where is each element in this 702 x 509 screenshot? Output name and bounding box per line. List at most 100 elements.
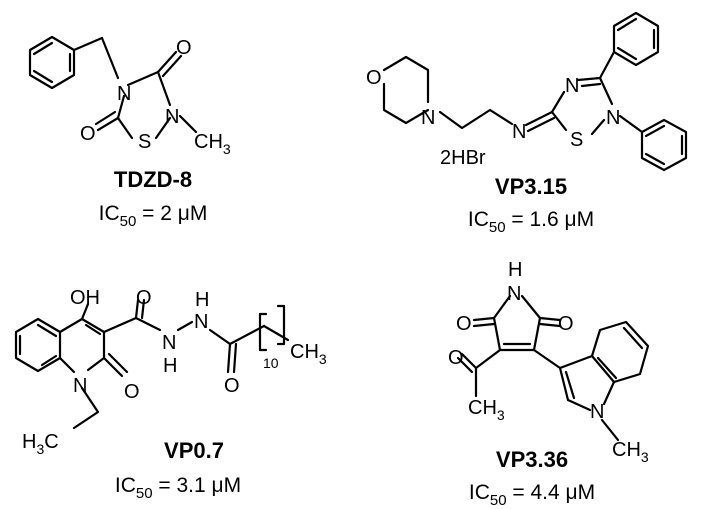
tdzd8-carbonyl-left-2 bbox=[94, 110, 117, 126]
tdzd8-atom-o-top: O bbox=[176, 37, 192, 59]
vp336-bond-indole bbox=[532, 348, 562, 370]
vp315-ring-c-n bbox=[550, 90, 566, 114]
vp07-c2-carbonyl-2 bbox=[107, 352, 129, 374]
vp07-pyridone-ring bbox=[58, 317, 106, 372]
vp07-side-carbonyl-1 bbox=[134, 298, 140, 320]
vp315-ic50: IC50 = 1.6 μM bbox=[468, 208, 594, 236]
tdzd8-bond-c5-n bbox=[116, 94, 126, 120]
structure-vp3-36: H N O O O CH3 N CH3 VP3.36 IC50 = 4.4 μM bbox=[448, 259, 650, 509]
vp315-atom-s: S bbox=[570, 129, 583, 151]
structure-vp0-7: OH O O O N N H N H H3C CH3 10 VP0.7 IC50… bbox=[14, 287, 327, 502]
tdzd8-atom-s: S bbox=[138, 131, 151, 153]
vp336-indole-benzo-double-1 bbox=[596, 356, 618, 380]
vp315-phenyl-top-double-1 bbox=[616, 17, 638, 32]
vp07-c2-carbonyl-1 bbox=[102, 356, 124, 378]
vp315-atom-n-imine: N bbox=[512, 121, 526, 143]
tdzd8-atom-ch3: CH3 bbox=[194, 131, 231, 157]
vp07-atom-n: N bbox=[73, 375, 87, 397]
vp315-ring-n2-s bbox=[590, 118, 606, 136]
vp336-indole-c3-c2-double bbox=[564, 370, 576, 400]
tdzd8-benzene-double-1 bbox=[32, 41, 54, 56]
vp336-indole-c2-n bbox=[566, 398, 592, 412]
vp336-indole-benzo-double-2 bbox=[622, 326, 644, 350]
vp336-indole-benzo bbox=[590, 320, 650, 384]
vp315-atom-o: O bbox=[366, 67, 382, 89]
vp336-name: VP3.36 bbox=[496, 447, 568, 472]
vp315-bond-to-phenyl-bottom bbox=[618, 114, 644, 134]
vp336-carbonyl-right-2 bbox=[538, 322, 562, 328]
vp315-phenyl-bottom-double-1 bbox=[644, 124, 666, 138]
vp07-ic50: IC50 = 3.1 μM bbox=[115, 474, 241, 502]
vp07-amide-carbonyl-1 bbox=[226, 342, 232, 374]
vp07-chain-2 bbox=[262, 324, 290, 342]
vp315-ring-c-n2 bbox=[598, 76, 614, 106]
vp336-ring-n-c5 bbox=[520, 294, 542, 320]
vp315-atom-n-ring: N bbox=[565, 75, 579, 97]
vp336-atom-o-acetyl: O bbox=[448, 347, 464, 369]
vp336-n-methyl bbox=[600, 418, 620, 442]
vp336-carbonyl-left-1 bbox=[472, 316, 496, 322]
vp315-morpholine-bottom bbox=[382, 82, 430, 125]
tdzd8-atom-o-left: O bbox=[80, 123, 96, 145]
vp07-atom-o-amide: O bbox=[224, 375, 240, 397]
vp07-n-ethyl-1 bbox=[80, 386, 100, 414]
vp07-bond-c3-carbonyl bbox=[102, 316, 138, 334]
vp336-bond-acetyl bbox=[474, 348, 502, 370]
vp07-pyridone-n-bond bbox=[58, 356, 76, 374]
vp07-chain bbox=[228, 324, 266, 346]
vp315-ring-n-c-double bbox=[580, 82, 602, 88]
vp336-atom-h: H bbox=[508, 259, 522, 281]
vp336-indole-c3-c2 bbox=[558, 366, 570, 402]
tdzd8-carbonyl-top-2 bbox=[161, 54, 183, 78]
vp336-atom-n-imide: N bbox=[507, 283, 521, 305]
tdzd8-bond-n-methyl bbox=[178, 114, 198, 134]
vp315-name: VP3.15 bbox=[495, 174, 567, 199]
vp07-atom-h1: H bbox=[163, 355, 177, 377]
tdzd8-bond-n2-s bbox=[154, 116, 172, 140]
vp315-phenyl-top-double-3 bbox=[616, 46, 638, 61]
vp07-pyridone-double bbox=[84, 323, 102, 336]
vp315-imine-1 bbox=[524, 110, 554, 127]
vp336-acetyl-co-2 bbox=[456, 356, 474, 374]
vp07-atom-h2: H bbox=[195, 289, 209, 311]
vp336-ic50: IC50 = 4.4 μM bbox=[469, 481, 595, 509]
vp336-atom-ch3-indole: CH3 bbox=[612, 439, 649, 465]
tdzd8-atom-n2: N bbox=[165, 106, 179, 128]
tdzd8-ic50: IC50 = 2 μM bbox=[99, 202, 208, 230]
vp336-atom-ch3-acetyl: CH3 bbox=[468, 397, 505, 423]
vp07-atom-nh1: N bbox=[162, 332, 176, 354]
vp315-bond-to-phenyl-top bbox=[598, 50, 616, 80]
vp315-atom-n-ring2: N bbox=[606, 107, 620, 129]
structure-tdzd-8: N N S O O CH3 TDZD-8 IC50 = 2 μM bbox=[28, 35, 231, 230]
vp07-bond-nh-nh bbox=[176, 320, 194, 332]
vp07-bond-c-oh bbox=[80, 302, 90, 321]
tdzd8-bond-ch2-n bbox=[100, 36, 120, 80]
tdzd8-carbonyl-left-1 bbox=[96, 116, 120, 132]
vp07-atom-o-side: O bbox=[136, 287, 152, 309]
vp336-ring-n-c2 bbox=[492, 294, 512, 320]
vp336-indole-n-c7a bbox=[602, 380, 616, 406]
vp07-bond-nh-co bbox=[208, 328, 232, 346]
vp07-atom-ch3: CH3 bbox=[290, 341, 327, 367]
vp336-atom-o-right: O bbox=[558, 313, 574, 335]
vp315-ethyl-linker bbox=[438, 108, 514, 130]
vp07-benzo-double-3 bbox=[40, 354, 58, 367]
vp07-atom-h3c: H3C bbox=[22, 431, 59, 457]
tdzd8-bond-c3-n2 bbox=[156, 70, 172, 107]
vp336-indole-c3-c3a bbox=[558, 354, 594, 370]
vp315-ring-n-c bbox=[576, 76, 602, 82]
vp07-name: VP0.7 bbox=[164, 438, 224, 463]
structure-vp3-15: O N N N N S 2HBr VP3.15 IC50 = 1.6 μM bbox=[366, 11, 688, 236]
vp07-atom-o-c2: O bbox=[124, 381, 140, 403]
vp336-carbonyl-right-1 bbox=[538, 316, 562, 322]
vp07-atom-nh2: N bbox=[194, 311, 208, 333]
vp07-side-carbonyl-2 bbox=[140, 298, 146, 320]
vp315-phenyl-bottom-double-3 bbox=[644, 152, 666, 166]
vp315-salt: 2HBr bbox=[440, 147, 486, 169]
vp315-imine-2 bbox=[526, 116, 556, 133]
tdzd8-name: TDZD-8 bbox=[114, 167, 192, 192]
vp07-amide-carbonyl-2 bbox=[232, 342, 238, 374]
vp07-bracket-right bbox=[276, 304, 286, 346]
vp07-atom-oh: OH bbox=[70, 287, 100, 309]
